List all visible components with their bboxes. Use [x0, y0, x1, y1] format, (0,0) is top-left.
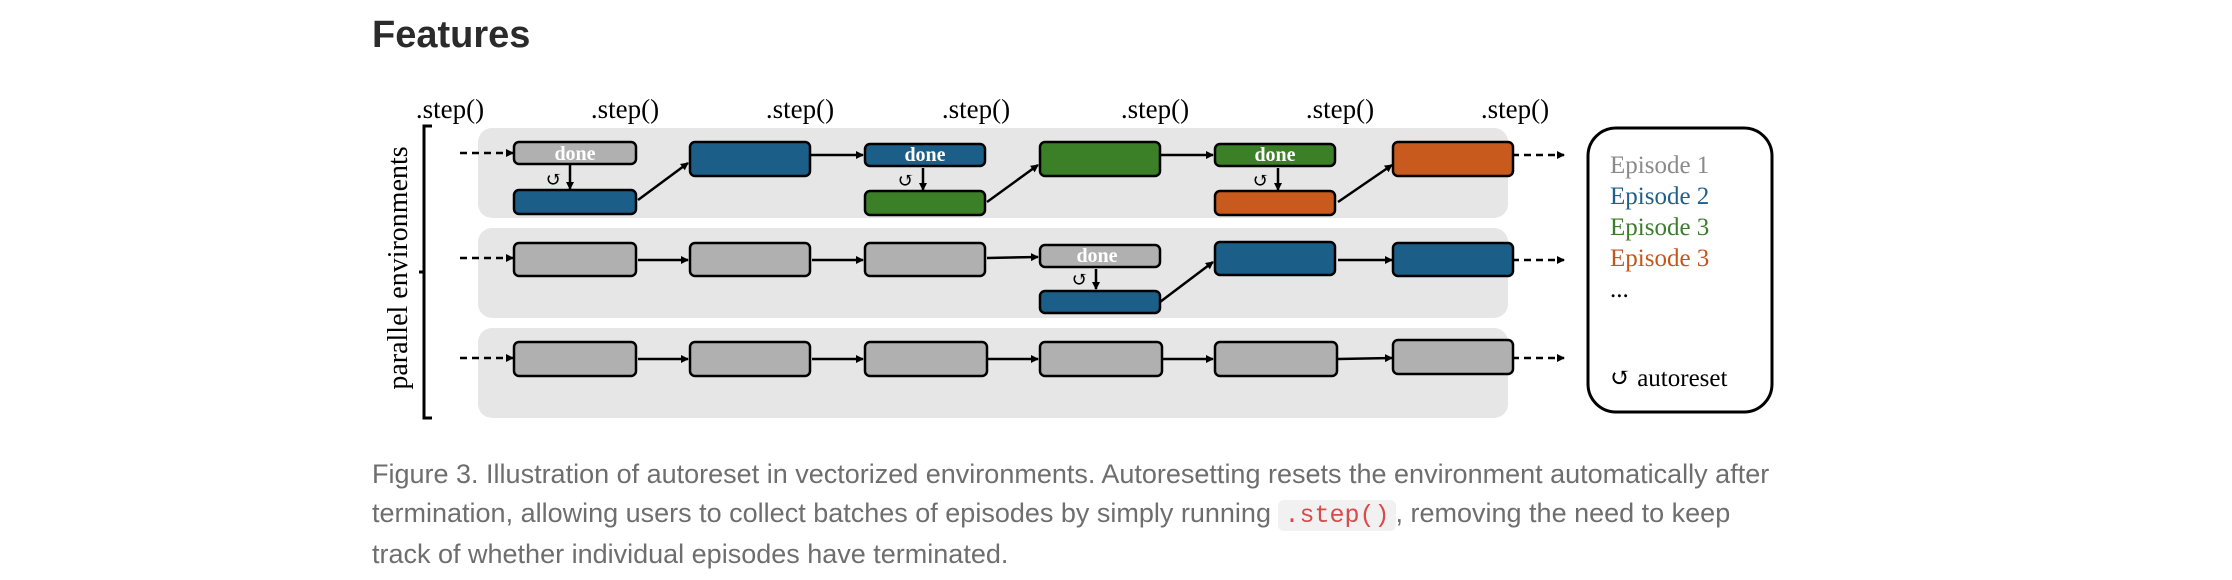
episode-box-done	[1213, 142, 1337, 168]
episode-box	[1391, 241, 1515, 278]
caption-text-end: , removing the need to keep track of whe…	[372, 498, 1731, 569]
episode-box	[512, 340, 638, 378]
done-label: done	[554, 143, 595, 165]
legend: Episode 1 Episode 2 Episode 3 Episode 3 …	[1586, 126, 1774, 414]
episode-box	[688, 340, 812, 378]
legend-item-episode-3-orange: Episode 3	[1610, 245, 1709, 272]
legend-autoreset-label: ↺ autoreset	[1610, 365, 1727, 392]
step-label: .step()	[1121, 94, 1189, 124]
episode-box	[512, 241, 638, 278]
flow-arrows	[460, 149, 1565, 363]
episode-box	[863, 241, 987, 278]
episode-box	[1391, 338, 1515, 376]
episode-box	[1038, 340, 1164, 378]
legend-item-episode-2: Episode 2	[1610, 183, 1709, 210]
step-label: .step()	[416, 94, 484, 124]
env-row-2	[512, 240, 1515, 315]
done-label: done	[1076, 245, 1117, 267]
autoreset-diagram: .step() .step() .step() .step() .step() …	[383, 94, 1774, 420]
episode-box	[1213, 240, 1337, 277]
step-label: .step()	[942, 94, 1010, 124]
figure-caption: Figure 3. Illustration of autoreset in v…	[372, 455, 1792, 574]
episode-box	[512, 188, 638, 216]
caption-text: Figure 3. Illustration of autoreset in v…	[372, 459, 1770, 528]
reset-icon: ↺	[1072, 269, 1089, 291]
episode-box	[863, 340, 989, 378]
legend-item-episode-1: Episode 1	[1610, 152, 1709, 179]
step-label: .step()	[1481, 94, 1549, 124]
row-1-labels: done done done	[554, 143, 1295, 166]
step-labels: .step() .step() .step() .step() .step() …	[416, 94, 1549, 124]
step-label: .step()	[766, 94, 834, 124]
reset-icon: ↺	[898, 170, 915, 192]
env-row-3	[512, 338, 1515, 378]
reset-icon: ↺	[1253, 170, 1270, 192]
axis-label: parallel environments	[383, 146, 414, 389]
episode-box	[1391, 140, 1515, 178]
episode-box	[688, 241, 812, 278]
done-label: done	[904, 144, 945, 166]
episode-box	[1038, 140, 1162, 178]
done-label: done	[1254, 144, 1295, 166]
env-row-1	[512, 140, 1515, 217]
environments-bracket	[419, 124, 432, 420]
caption-code: .step()	[1278, 500, 1396, 531]
episode-box-done	[512, 140, 638, 166]
episode-box	[863, 189, 987, 217]
section-heading: Features	[372, 14, 531, 56]
legend-item-episode-3-green: Episode 3	[1610, 214, 1709, 241]
reset-icons: ↺ ↺ ↺ ↺	[546, 169, 1270, 291]
episode-box-done	[1038, 243, 1162, 269]
episode-box	[688, 140, 812, 178]
episode-box	[1213, 189, 1337, 217]
episode-box-done	[863, 142, 987, 168]
episode-box	[1213, 340, 1339, 378]
step-label: .step()	[1306, 94, 1374, 124]
legend-box	[1586, 126, 1774, 414]
legend-ellipsis: ...	[1610, 276, 1629, 303]
reset-icon: ↺	[546, 169, 563, 191]
episode-box	[1038, 289, 1162, 315]
step-label: .step()	[591, 94, 659, 124]
